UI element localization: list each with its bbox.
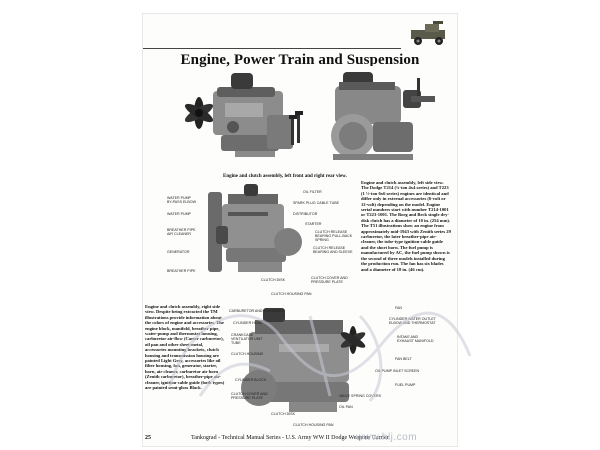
label-clutch-spring: CLUTCH RELEASE BEARING PULL-BACK SPRING [315,230,353,242]
label-oil-pan: OIL PAN [339,405,353,409]
label-breather-air-cleaner: BREATHER PIPE AIR CLEANER [167,228,196,236]
engine-rear-photo [313,66,445,170]
engine-front-photo [163,69,313,169]
label-water-outlet: CYLINDER WATER OUTLET ELBOW AND THERMOST… [389,317,436,325]
label-breather-pipe: BREATHER PIPE [167,269,196,273]
engine-left-side-diagram [198,182,308,286]
watermark-url: www.hlj.com [356,432,418,443]
label-oil-screen: OIL PUMP INLET SCREEN [375,369,420,373]
footer-text: Tankograd - Technical Manual Series - U.… [191,435,389,441]
label-fan: FAN [395,306,402,310]
header-rule [143,48,401,49]
page-number: 25 [145,435,151,441]
bottom-left-caption: Engine and clutch assembly, right side v… [145,304,225,391]
label-cylinder-block: CYLINDER BLOCK [235,378,267,382]
label-distributor: DISTRIBUTOR [293,212,318,216]
label-valve-covers: VALVE SPRING COVERS [339,394,382,398]
label-clutch-cover: CLUTCH COVER AND PRESSURE PLATE [311,276,348,284]
document-page: Engine, Power Train and Suspension [143,14,457,446]
page-title: Engine, Power Train and Suspension [180,52,420,68]
label-clutch-bearing: CLUTCH RELEASE BEARING AND SLEEVE [313,246,353,254]
label-clutch-pan-bottom: CLUTCH HOUSING PAN [293,423,334,427]
label-clutch-disk: CLUTCH DISK [261,278,285,282]
label-water-pump: WATER PUMP [167,212,191,216]
top-caption: Engine and clutch assembly, left front a… [223,174,347,179]
label-spark-plug-tube: SPARK PLUG CABLE TUBE [293,201,340,205]
label-carburetor: CARBURETOR AND GOVERNOR [229,309,285,313]
label-starter: STARTER [305,222,322,226]
weapons-carrier-icon [411,21,445,45]
label-clutch-disk-bottom: CLUTCH DISK [271,412,295,416]
label-cylinder-head: CYLINDER HEAD [233,321,263,325]
label-water-pump-bypass: WATER PUMP BY-PASS ELBOW [167,196,196,204]
label-oil-filter: OIL FILTER [303,190,322,194]
label-clutch-cover-bottom: CLUTCH COVER AND PRESSURE PLATE [231,392,268,400]
page-footer: 25 Tankograd - Technical Manual Series -… [143,435,457,441]
label-clutch-housing: CLUTCH HOUSING [231,352,264,356]
label-fan-belt: FAN BELT [395,357,412,361]
middle-right-caption: Engine and clutch assembly, left side vi… [361,180,451,272]
label-generator: GENERATOR [167,250,190,254]
label-clutch-pan: CLUTCH HOUSING PAN [271,292,312,296]
label-fuel-pump: FUEL PUMP [395,383,416,387]
label-crankcase-vent: CRANKCASE VENTILATOR UNIT TUBE [231,333,263,345]
label-manifold: INTAKE AND EXHAUST MANIFOLD [397,335,434,343]
